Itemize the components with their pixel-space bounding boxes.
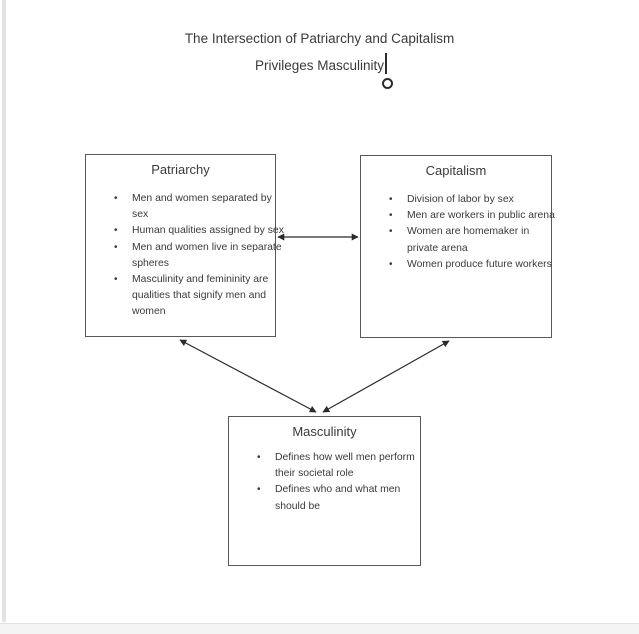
doc-title-line2: Privileges Masculinity [254,58,385,73]
bullet-marker-icon: • [389,226,393,238]
masculinity-box-title: Masculinity [292,424,357,439]
bullet-item: • Women are homemaker in private arena [389,224,547,256]
bullet-line: Division of labor by sex [407,194,514,205]
connector-capitalism-masculinity[interactable] [322,340,450,413]
bullet-line: Women are homemaker in [407,226,530,238]
bullet-item: • Masculinity and femininity are qualities… [114,272,271,321]
capitalism-box-title: Capitalism [425,163,487,178]
bullet-line: private arena [407,242,468,254]
patriarchy-box-title: Patriarchy [151,162,210,177]
bullet-marker-icon: • [389,194,393,205]
bullet-marker-icon: • [257,452,261,463]
capitalism-box[interactable]: Capitalism • Division of labor by sex • Men… [360,155,555,338]
bullet-marker-icon: • [257,484,261,496]
bullet-line: Women produce future workers [407,258,552,270]
bullet-marker-icon: • [389,258,393,270]
bullet-item: • Women produce future workers [389,257,552,273]
bullet-item: • Defines who and what men should be [257,482,416,514]
bullet-line: Defines how well men perform [275,452,415,463]
page-bottom-gap [0,623,639,634]
bullet-line: Human qualities assigned by sex [132,225,284,237]
bullet-line: Men and women separated by [132,193,272,204]
bullet-line: spheres [132,257,169,269]
bullet-item: • Men and women separated by sex [114,191,272,223]
bullet-line: Defines who and what men [275,484,401,496]
masculinity-box[interactable]: Masculinity • Defines how well men perfor… [228,416,421,566]
page-left-edge [2,0,6,622]
patriarchy-bullet-list: • Men and women separated by sex • Human qua… [114,191,284,321]
bullet-marker-icon: • [114,193,118,204]
bullet-line: Men and women live in separate [132,241,282,253]
bullet-item: • Men are workers in public arena [389,208,555,224]
masculinity-bullet-list: • Defines how well men perform their socie… [257,450,416,515]
doc-title-line1: The Intersection of Patriarchy and Capit… [184,31,455,46]
bullet-line: sex [132,209,149,221]
bullet-line: women [132,306,166,318]
bullet-line: should be [275,500,321,512]
bullet-line: Men are workers in public arena [407,210,555,222]
bullet-item: • Division of labor by sex [389,192,547,208]
text-cursor [385,53,387,74]
bullet-marker-icon: • [114,241,118,253]
bullet-item: • Defines how well men perform their socie… [257,450,416,482]
bullet-line: Masculinity and femininity are [132,274,269,286]
cursor-drag-handle[interactable] [382,78,393,89]
capitalism-bullet-list: • Division of labor by sex • Men are worker… [389,192,555,273]
bullet-marker-icon: • [114,225,118,237]
bullet-line: their societal role [275,468,354,480]
bullet-item: • Human qualities assigned by sex [114,223,284,239]
connector-patriarchy-masculinity[interactable] [179,339,317,413]
patriarchy-box[interactable]: Patriarchy • Men and women separated by se… [85,154,284,337]
bullet-marker-icon: • [114,274,118,286]
bullet-marker-icon: • [389,210,393,222]
bullet-line: qualities that signify men and [132,290,267,302]
bullet-item: • Men and women live in separate spheres [114,240,282,272]
